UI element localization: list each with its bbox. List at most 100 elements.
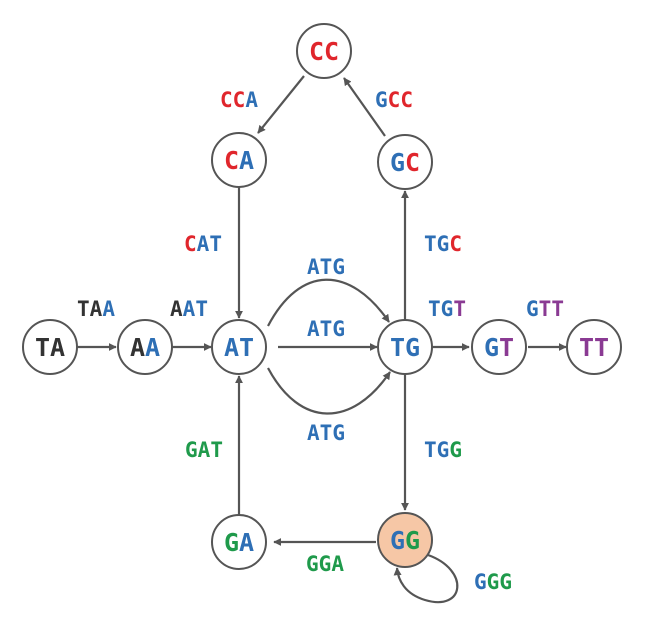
edges [77, 75, 567, 604]
node-at-label-part-1: T [239, 333, 254, 362]
nodes: CC CA GC TA AA AT TG GT [22, 23, 622, 570]
edge-label-taa-part-1: A [102, 297, 115, 321]
node-tg-label-part-1: G [405, 333, 420, 362]
edge-label-gat: GAT [185, 438, 223, 462]
edge-label-atg-top-part-0: ATG [307, 255, 345, 279]
node-cc-label: CC [309, 37, 339, 66]
edge-label-atg-bottom-part-0: ATG [307, 421, 345, 445]
edge-label-atg-top: ATG [307, 255, 345, 279]
edge-at-tg-top [267, 278, 390, 327]
node-ca-circle [211, 132, 267, 188]
node-at-circle [211, 319, 267, 375]
node-aa-circle [117, 319, 173, 375]
node-tg-label-part-0: T [390, 333, 405, 362]
edge-label-cat-part-1: AT [197, 232, 222, 256]
node-gt: GT [471, 319, 527, 375]
node-tt-label: TT [579, 333, 609, 362]
node-ca-label-part-1: A [239, 146, 254, 175]
edge-labels: CCA GCC CAT TGC ATG ATG ATG TAA AAT TGT … [77, 88, 564, 594]
edge-label-gcc-part-1: CC [388, 88, 413, 112]
edge-label-cca: CCA [220, 88, 258, 112]
node-gg-label: GG [390, 526, 420, 555]
node-gg-label-part-0: G [390, 526, 405, 555]
edge-label-tgt-part-0: TG [428, 297, 453, 321]
edge-label-gga-part-0: GGA [306, 552, 344, 576]
node-gt-label: GT [484, 333, 514, 362]
node-gc-label-part-0: G [390, 148, 405, 177]
node-at: AT [211, 319, 267, 375]
edge-at-tg-bottom [267, 367, 391, 415]
edge-label-gcc-part-0: G [375, 88, 388, 112]
edge-label-gga: GGA [306, 552, 344, 576]
node-cc-circle [296, 23, 352, 79]
node-ta-label-part-0: T [35, 333, 50, 362]
node-at-label-part-0: A [224, 333, 239, 362]
node-cc-label-part-1: C [324, 37, 339, 66]
edge-label-aat-part-1: AT [183, 297, 208, 321]
node-tt-label-part-1: T [594, 333, 609, 362]
node-ta-label-part-1: A [50, 333, 65, 362]
node-gt-circle [471, 319, 527, 375]
node-ga-label: GA [224, 528, 254, 557]
edge-label-ggg-part-0: G [474, 570, 487, 594]
node-ta-circle [22, 319, 78, 375]
node-ta-label: TA [35, 333, 65, 362]
edge-label-tgt-part-1: T [453, 297, 466, 321]
node-gg-circle [377, 512, 433, 568]
node-ca: CA [211, 132, 267, 188]
node-gc: GC [377, 134, 433, 190]
edge-label-tgg-part-0: TG [424, 438, 449, 462]
edge-label-gcc: GCC [375, 88, 413, 112]
edge-label-gat-part-0: GAT [185, 438, 223, 462]
node-ga: GA [211, 514, 267, 570]
edge-label-gtt-part-0: G [526, 297, 539, 321]
edge-label-ggg: GGG [474, 570, 512, 594]
node-tg-label: TG [390, 333, 420, 362]
edge-label-cca-part-1: A [245, 88, 258, 112]
edge-label-tgc-part-0: TG [424, 232, 449, 256]
node-cc-label-part-0: C [309, 37, 324, 66]
node-gc-label-part-1: C [405, 148, 420, 177]
edge-gg-gg-loop [393, 553, 459, 604]
edge-label-cat: CAT [184, 232, 222, 256]
node-tt-label-part-0: T [579, 333, 594, 362]
node-ca-label: CA [224, 146, 254, 175]
edge-label-atg-mid-part-0: ATG [307, 317, 345, 341]
node-gt-label-part-1: T [499, 333, 514, 362]
node-cc: CC [296, 23, 352, 79]
edge-label-cat-part-0: C [184, 232, 197, 256]
node-ta: TA [22, 319, 78, 375]
edge-label-taa: TAA [77, 297, 115, 321]
node-tg-circle [377, 319, 433, 375]
edge-label-tgt: TGT [428, 297, 466, 321]
node-tt: TT [566, 319, 622, 375]
node-ga-label-part-0: G [224, 528, 239, 557]
node-aa-label-part-1: A [145, 333, 160, 362]
node-ca-label-part-0: C [224, 146, 239, 175]
node-aa: AA [117, 319, 173, 375]
node-ga-label-part-1: A [239, 528, 254, 557]
edge-label-tgg: TGG [424, 438, 462, 462]
edge-gc-cc [343, 77, 386, 137]
edge-label-gtt: GTT [526, 297, 564, 321]
node-gg: GG [377, 512, 433, 568]
node-tt-circle [566, 319, 622, 375]
node-gt-label-part-0: G [484, 333, 499, 362]
edge-label-atg-mid: ATG [307, 317, 345, 341]
node-gc-label: GC [390, 148, 420, 177]
edge-label-tgg-part-1: G [449, 438, 462, 462]
edge-label-cca-part-0: CC [220, 88, 245, 112]
node-ga-circle [211, 514, 267, 570]
node-at-label: AT [224, 333, 254, 362]
edge-label-taa-part-0: TA [77, 297, 103, 321]
edge-cc-ca [257, 75, 305, 134]
edge-label-aat: AAT [170, 297, 208, 321]
node-aa-label-part-0: A [130, 333, 145, 362]
edge-label-gtt-part-1: TT [539, 297, 564, 321]
node-tg: TG [377, 319, 433, 375]
node-aa-label: AA [130, 333, 160, 362]
edge-label-ggg-part-1: GG [487, 570, 512, 594]
edge-label-atg-bottom: ATG [307, 421, 345, 445]
edge-label-tgc: TGC [424, 232, 462, 256]
